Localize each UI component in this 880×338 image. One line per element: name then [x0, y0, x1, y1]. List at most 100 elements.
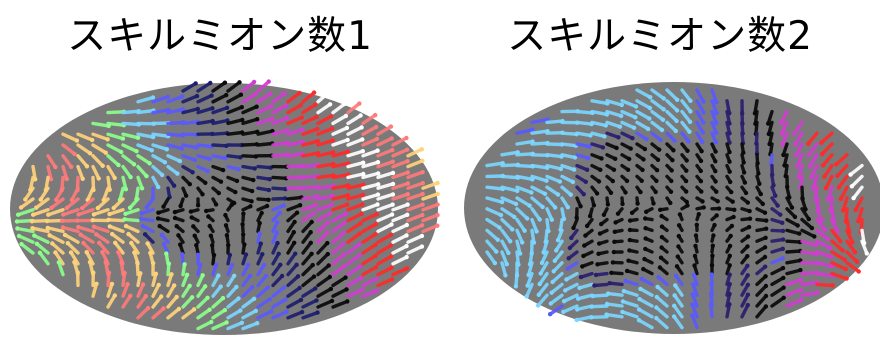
field-arrow-head: [608, 190, 614, 195]
field-arrow-head: [686, 139, 691, 144]
field-arrow-head: [834, 162, 839, 167]
field-arrow: [346, 101, 361, 115]
field-arrow: [50, 241, 65, 255]
field-arrow-head: [569, 235, 574, 241]
field-arrow-head: [360, 192, 366, 198]
field-arrow-head: [727, 263, 732, 268]
field-arrow-head: [311, 90, 317, 95]
field-arrow: [32, 233, 50, 244]
field-arrow-head: [113, 240, 118, 245]
field-arrow: [166, 94, 185, 104]
field-arrow: [391, 255, 409, 266]
field-arrow-head: [842, 257, 847, 262]
field-arrow-head: [850, 240, 855, 245]
field-arrow: [331, 241, 346, 255]
field-arrow: [637, 318, 654, 330]
field-arrow-head: [827, 245, 833, 251]
field-arrow: [672, 314, 684, 330]
field-arrow: [121, 143, 139, 153]
field-arrow-head: [275, 220, 280, 225]
field-arrow-head: [389, 212, 395, 217]
field-arrow-head: [658, 207, 663, 212]
field-arrow-head: [575, 307, 580, 312]
field-arrow: [181, 132, 200, 137]
field-arrow-head: [220, 295, 226, 301]
field-arrow-head: [106, 270, 112, 275]
field-arrow-head: [195, 106, 200, 112]
field-arrow-head: [112, 175, 117, 181]
field-arrow-head: [709, 281, 714, 287]
field-arrow: [107, 208, 125, 216]
field-arrow-head: [763, 283, 769, 289]
field-arrow-head: [161, 306, 166, 311]
field-arrow-head: [178, 242, 183, 247]
field-arrow-head: [284, 309, 289, 314]
field-arrow: [549, 282, 564, 295]
field-arrow-head: [727, 169, 732, 174]
field-arrow: [196, 106, 215, 115]
field-arrow-head: [506, 250, 511, 256]
field-arrow-head: [727, 281, 732, 287]
field-arrow-head: [234, 284, 239, 290]
field-arrow-head: [91, 270, 96, 275]
field-arrow: [346, 183, 365, 190]
field-arrow: [406, 192, 425, 201]
field-arrow: [665, 109, 679, 123]
field-arrow-head: [293, 251, 298, 256]
field-arrow: [485, 207, 503, 217]
field-arrow-head: [123, 211, 128, 216]
field-arrow-head: [549, 290, 554, 295]
field-arrow: [23, 186, 35, 202]
field-arrow: [61, 132, 79, 143]
field-arrow-head: [692, 263, 697, 268]
field-arrow: [590, 99, 610, 106]
field-arrow-head: [297, 285, 302, 291]
field-arrow-head: [756, 171, 761, 176]
field-arrow-head: [203, 180, 208, 185]
field-arrow: [286, 140, 305, 147]
field-arrow: [755, 294, 768, 308]
field-arrow-head: [329, 202, 334, 207]
field-arrow-head: [728, 179, 733, 185]
field-arrow: [76, 208, 95, 217]
field-arrow-head: [727, 291, 732, 297]
field-arrow-head: [61, 212, 66, 217]
field-arrow-head: [60, 225, 66, 230]
field-arrow-head: [180, 94, 185, 99]
field-arrow-head: [499, 199, 505, 205]
skyrmion-field-image: [464, 82, 880, 334]
field-arrow: [391, 181, 410, 190]
field-arrow: [196, 296, 210, 309]
field-arrow-head: [642, 146, 648, 152]
field-arrow: [421, 181, 440, 190]
field-arrow-head: [609, 270, 614, 275]
field-arrow-head: [297, 90, 302, 96]
field-arrow-head: [78, 232, 83, 237]
field-arrow-head: [405, 181, 411, 186]
field-arrow: [589, 304, 609, 309]
field-arrow: [361, 277, 379, 288]
field-arrow-head: [120, 136, 126, 141]
field-arrow-head: [145, 305, 151, 311]
field-arrow-head: [276, 251, 281, 256]
field-arrow: [421, 213, 440, 223]
field-arrow-head: [616, 135, 621, 140]
field-arrow-head: [610, 178, 615, 184]
field-arrow-head: [50, 241, 55, 246]
field-arrow-head: [327, 102, 333, 107]
field-arrow-head: [405, 212, 410, 217]
field-arrow-head: [357, 101, 362, 106]
field-arrow-head: [267, 177, 272, 182]
field-arrow-head: [688, 109, 693, 114]
field-arrow-head: [224, 105, 230, 111]
field-arrow-head: [132, 250, 137, 255]
field-arrow: [301, 163, 320, 169]
field-arrow: [654, 316, 669, 330]
field-arrow-head: [677, 212, 683, 217]
field-arrow: [241, 80, 256, 93]
field-arrow-head: [596, 179, 602, 184]
field-arrow-head: [778, 212, 783, 217]
field-arrow-head: [189, 215, 194, 220]
field-arrow-head: [405, 170, 410, 175]
field-arrow: [515, 163, 535, 169]
